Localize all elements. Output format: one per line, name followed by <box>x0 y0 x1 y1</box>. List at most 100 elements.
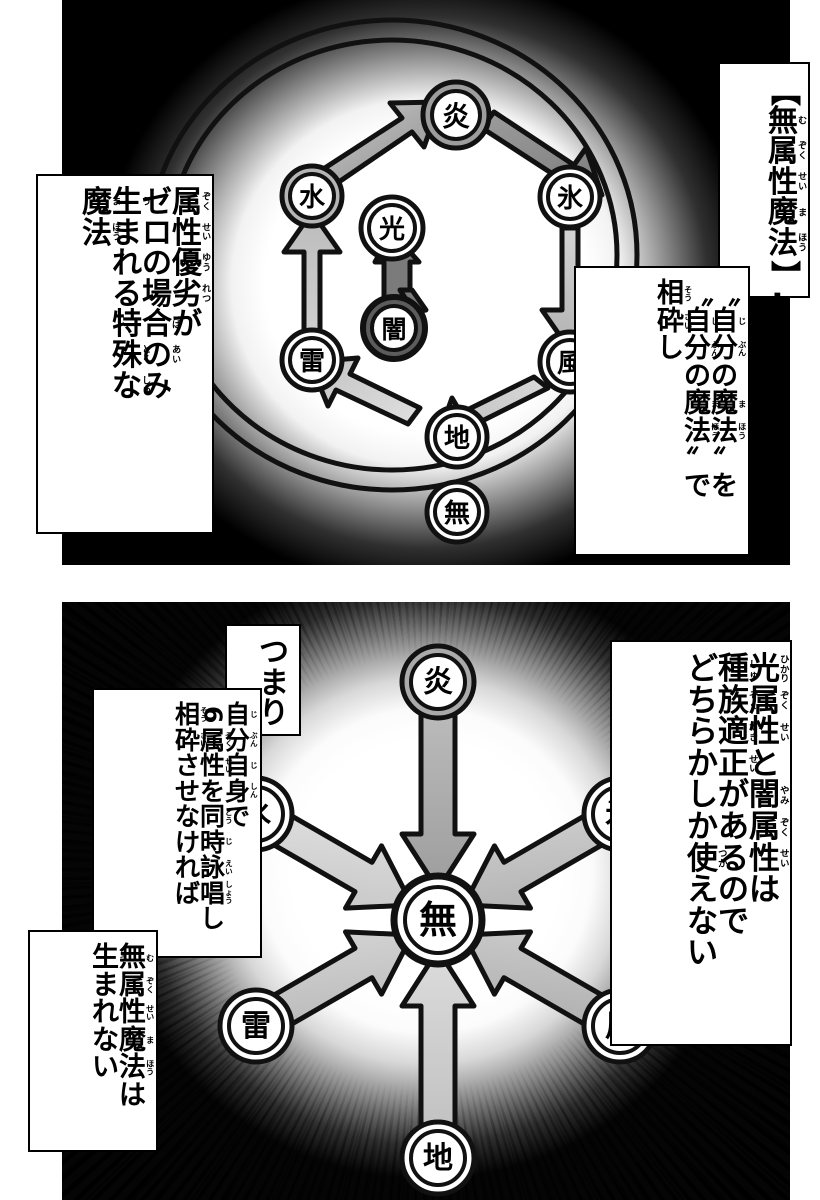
vertical-char: 自じ <box>711 305 747 337</box>
vertical-char: し <box>199 904 225 933</box>
vertical-char: の <box>684 360 711 392</box>
furigana: む <box>146 952 155 963</box>
furigana: どう <box>225 807 233 825</box>
furigana: ほう <box>711 421 720 441</box>
vertical-char: は <box>119 1079 146 1111</box>
vertical-char: ど <box>687 651 718 687</box>
furigana: ひかり <box>780 654 790 685</box>
furigana: そう <box>200 705 208 723</box>
vertical-char: 適てき <box>718 714 759 751</box>
furigana: む <box>798 116 808 127</box>
vertical-char: 特 <box>112 307 142 343</box>
furigana: ま <box>738 398 747 409</box>
vertical-char: さ <box>174 751 200 780</box>
furigana: えい <box>225 858 233 876</box>
furigana: そう <box>684 284 693 303</box>
vertical-char: 分ぶん <box>711 333 747 365</box>
vertical-char: し <box>657 333 684 365</box>
vertical-char: 属ぞく <box>768 134 808 170</box>
furigana: じ <box>250 709 258 719</box>
vertical-char: ま <box>112 215 142 251</box>
vertical-char: 分ぶん <box>684 333 720 365</box>
furigana: しょう <box>225 880 233 906</box>
vertical-char: なしゅ <box>112 368 152 404</box>
furigana: じ <box>711 316 720 327</box>
furigana: ゆう <box>202 254 212 274</box>
vertical-char: 身しん <box>224 776 258 806</box>
node-earth: 地 <box>399 1119 477 1197</box>
bubble-light-dark-race-aptitude: 光ひかり属ぞく性せいと闇やみ属ぞく性せいは 種しゅ族ぞく適てき正せいがあるので … <box>610 640 792 1046</box>
node-null: 無 <box>424 479 490 545</box>
furigana: ぞく <box>749 690 759 712</box>
furigana: ぶん <box>250 731 258 749</box>
vertical-char: を <box>711 470 738 502</box>
vertical-char: 属ぞく <box>119 969 155 1001</box>
vertical-char: 〟 <box>682 445 714 473</box>
vertical-char: 劣れつ <box>172 276 212 312</box>
furigana: ま <box>112 197 122 208</box>
furigana: さい <box>684 311 693 331</box>
vertical-char: 時じ <box>199 827 233 857</box>
furigana: せい <box>798 172 808 193</box>
furigana: ま <box>146 1035 155 1046</box>
vertical-char: 】 <box>766 259 802 290</box>
svg-text:水: 水 <box>299 183 326 213</box>
node-flame: 炎 <box>399 643 477 721</box>
vertical-char: 砕さい <box>657 305 693 337</box>
vertical-char: 相そう <box>174 700 208 729</box>
vertical-char: ま <box>92 969 119 1001</box>
vertical-char: ゼ <box>142 185 172 220</box>
furigana: ば <box>172 319 182 330</box>
vertical-char: 闇やみ <box>749 777 790 814</box>
furigana: てき <box>749 722 759 744</box>
furigana: ぶん <box>711 339 720 358</box>
vertical-char: 法ほう <box>82 215 122 251</box>
bubble-self-magic-cancel: 〝自じ分ぶんの魔ま法ほう〟を 〝自じ分ぶんの魔ま法ほう〟で 相そう砕さいし <box>574 266 750 556</box>
furigana: じ <box>250 760 258 770</box>
furigana: ぶん <box>738 339 747 358</box>
vertical-char: ま <box>259 665 289 701</box>
node-light: 光 <box>358 194 426 262</box>
vertical-char: 生う <box>112 185 152 220</box>
vertical-char: 使つか <box>687 840 728 877</box>
vertical-char: な <box>92 1024 119 1056</box>
furigana: ほう <box>798 233 808 254</box>
furigana: う <box>119 952 128 963</box>
vertical-char: し <box>687 777 718 814</box>
vertical-char: 正せい <box>718 745 759 782</box>
vertical-char: 生う <box>92 942 128 973</box>
vertical-char: せ <box>174 776 200 806</box>
vertical-char: の <box>718 872 749 909</box>
node-earth: 地 <box>424 404 490 470</box>
furigana: じ <box>225 837 233 847</box>
node-ice: 氷 <box>537 164 603 230</box>
vertical-char: 魔ま <box>684 388 720 420</box>
vertical-char: で <box>718 903 749 940</box>
vertical-char: 族ぞく <box>718 682 759 719</box>
vertical-char: か <box>687 745 718 782</box>
vertical-char: 場 <box>142 276 172 312</box>
svg-text:地: 地 <box>423 1141 453 1176</box>
vertical-char: の <box>711 360 738 392</box>
furigana: しゅ <box>749 659 759 680</box>
svg-text:氷: 氷 <box>557 184 584 214</box>
vertical-char: 魔ま <box>711 388 747 420</box>
vertical-char: 詠えい <box>199 853 233 882</box>
vertical-char: 〝 <box>709 280 741 308</box>
furigana: つか <box>718 848 728 870</box>
vertical-char: のあい <box>142 337 182 373</box>
furigana: ほう <box>738 421 747 441</box>
svg-text:無: 無 <box>444 499 470 529</box>
furigana: う <box>142 197 152 208</box>
vertical-char: 属ぞく <box>172 185 212 220</box>
svg-text:炎: 炎 <box>423 665 453 700</box>
vertical-char: で <box>684 470 711 502</box>
furigana: せい <box>780 722 790 744</box>
vertical-char: ば <box>174 878 200 908</box>
furigana: ぞく <box>202 192 212 213</box>
vertical-char: 法ほう <box>711 415 747 447</box>
node-flame: 炎 <box>420 79 492 151</box>
vertical-char: 属ぞく <box>749 809 790 846</box>
